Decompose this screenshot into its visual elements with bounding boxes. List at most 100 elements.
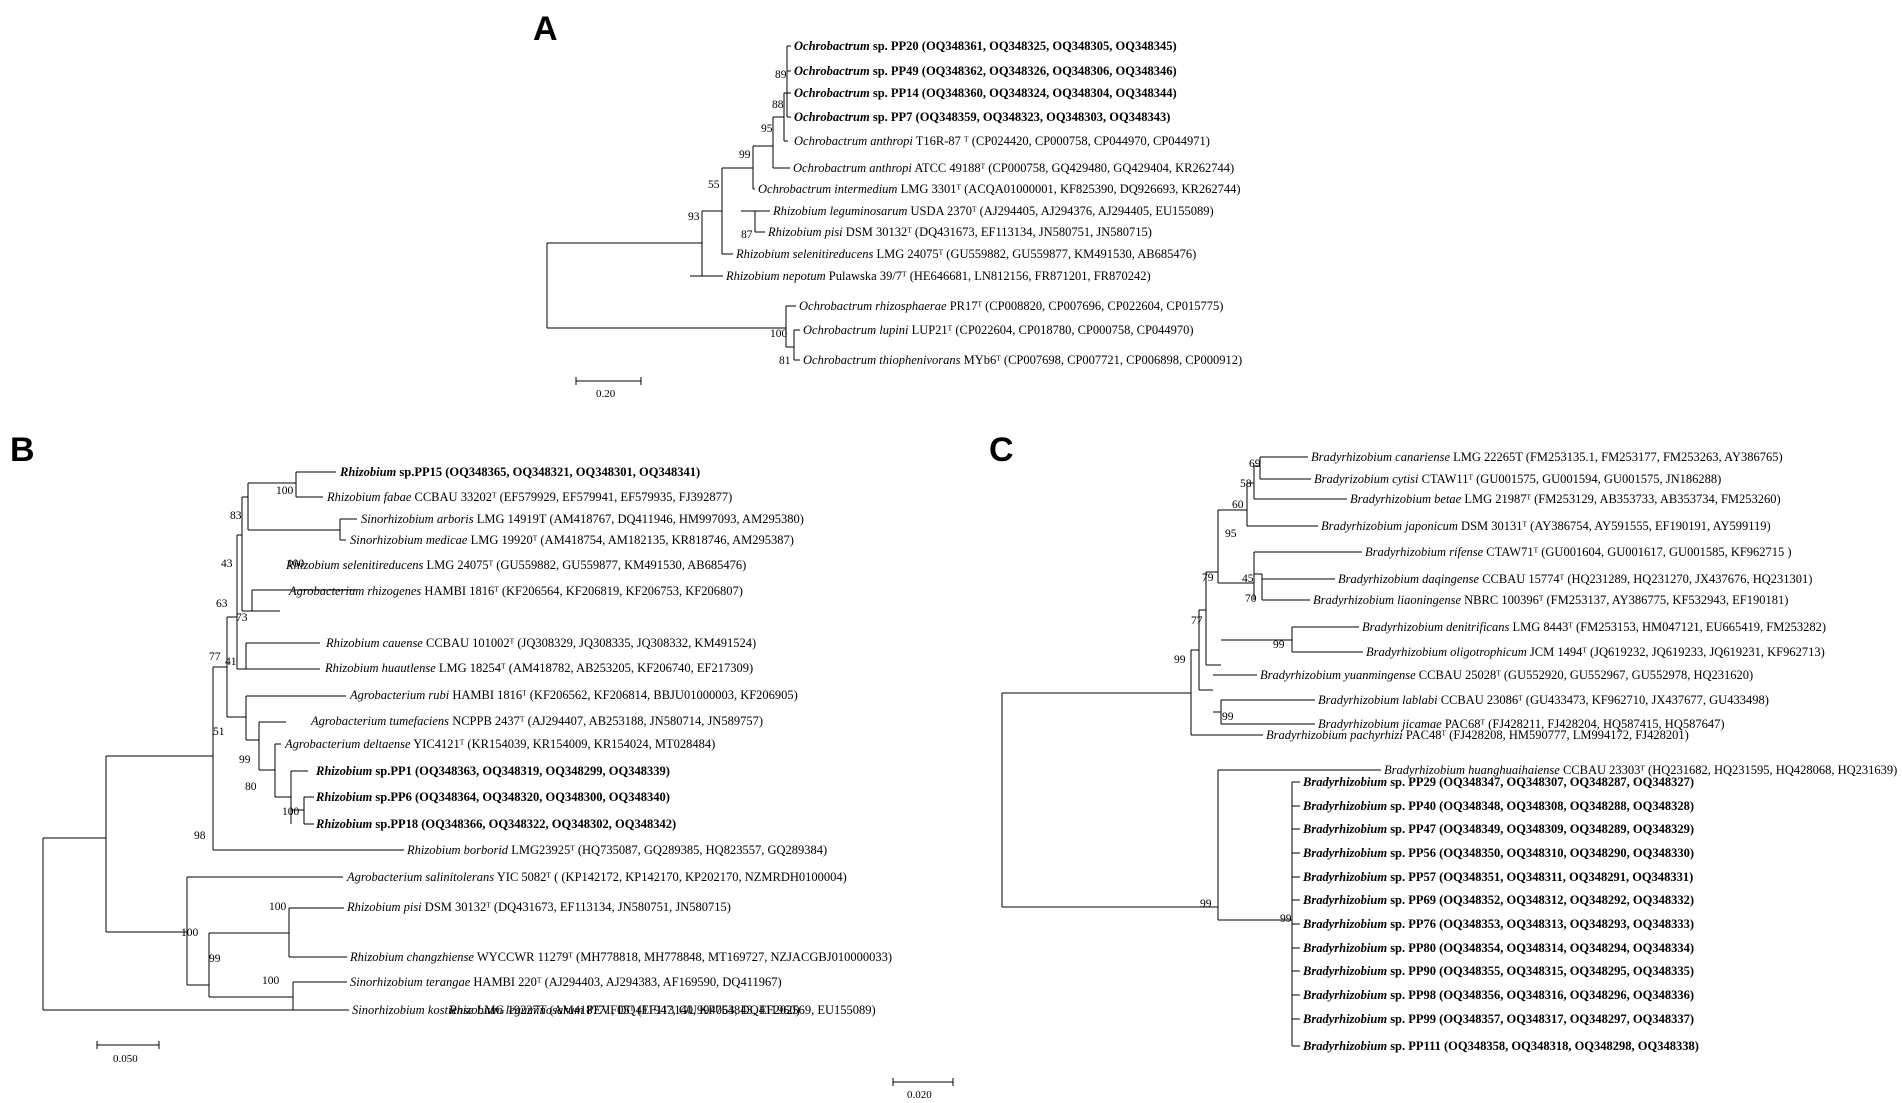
leaf-label: Sinorhizobium terangae HAMBI 220ᵀ (AJ294…	[350, 975, 782, 989]
bootstrap-value: 80	[245, 781, 257, 793]
leaf-label: Rhizobium leguminosarum PEVF05ᵀ (EF11314…	[448, 1003, 876, 1017]
scale-bar-label: 0.020	[907, 1089, 932, 1101]
bootstrap-value: 79	[1202, 572, 1214, 584]
leaf-label: Ochrobactrum anthropi T16R-87 ᵀ (CP02442…	[794, 134, 1210, 148]
bootstrap-value: 99	[1280, 913, 1292, 925]
bootstrap-value: 63	[216, 598, 228, 610]
leaf-label: Bradyrhizobium canariense LMG 22265T (FM…	[1311, 450, 1783, 464]
bootstrap-value: 99	[1273, 639, 1285, 651]
leaf-label: Bradyrhizobium betae LMG 21987ᵀ (FM25312…	[1350, 492, 1781, 506]
bootstrap-value: 60	[1232, 499, 1244, 511]
bootstrap-value: 70	[1245, 593, 1257, 605]
leaf-label: Bradyrhizobium sp. PP80 (OQ348354, OQ348…	[1302, 941, 1694, 955]
leaf-label: Bradyrhizobium rifense CTAW71ᵀ (GU001604…	[1365, 545, 1792, 559]
bootstrap-value: 100	[262, 975, 280, 987]
bootstrap-value: 77	[209, 651, 221, 663]
scale-bar: 0.050	[96, 1041, 160, 1065]
leaf-label: Agrobacterium deltaense YIC4121ᵀ (KR1540…	[284, 737, 715, 751]
leaf-label: Ochrobactrum sp. PP49 (OQ348362, OQ34832…	[794, 64, 1177, 78]
bootstrap-value: 99	[1222, 711, 1234, 723]
leaf-label: Rhizobium sp.PP18 (OQ348366, OQ348322, O…	[315, 817, 676, 831]
leaf-label: Bradyrhizobium sp. PP40 (OQ348348, OQ348…	[1302, 799, 1694, 813]
leaf-label: Rhizobium changzhiense WYCCWR 11279ᵀ (MH…	[349, 950, 892, 964]
leaf-label: Rhizobium selenitireducens LMG 24075ᵀ (G…	[735, 247, 1196, 261]
leaf-label: Ochrobactrum lupini LUP21ᵀ (CP022604, CP…	[803, 323, 1194, 337]
bootstrap-values: 69 58 60 95 45 70 79 99 77 99 99 99 99	[1174, 458, 1292, 925]
leaf-label: Bradyrhizobium yuanmingense CCBAU 25028ᵀ…	[1260, 668, 1753, 682]
bootstrap-value: 99	[739, 149, 751, 161]
bootstrap-value: 58	[1240, 478, 1252, 490]
leaf-label: Rhizobium huautlense LMG 18254ᵀ (AM41878…	[324, 661, 753, 675]
leaf-label: Ochrobactrum anthropi ATCC 49188ᵀ (CP000…	[793, 161, 1234, 175]
panel-label: B	[10, 431, 35, 469]
leaf-label: Ochrobactrum rhizosphaerae PR17ᵀ (CP0088…	[799, 299, 1223, 313]
leaf-label: Bradyrhizobium sp. PP56 (OQ348350, OQ348…	[1302, 846, 1694, 860]
bootstrap-value: 77	[1191, 615, 1203, 627]
bootstrap-value: 69	[1249, 458, 1261, 470]
leaf-label: Bradyrhizobium denitrificans LMG 8443ᵀ (…	[1362, 620, 1826, 634]
bootstrap-value: 88	[772, 99, 784, 111]
bootstrap-value: 41	[225, 656, 237, 668]
panel-b: B	[10, 431, 892, 1065]
scale-bar-label: 0.20	[596, 388, 616, 400]
bootstrap-value: 55	[708, 179, 720, 191]
bootstrap-value: 99	[1200, 898, 1212, 910]
leaf-labels: Ochrobactrum sp. PP20 (OQ348361, OQ34832…	[725, 39, 1242, 367]
bootstrap-value: 100	[282, 806, 300, 818]
tree-branches	[546, 45, 800, 361]
bootstrap-value: 83	[230, 510, 242, 522]
leaf-label: Ochrobactrum intermedium LMG 3301ᵀ (ACQA…	[758, 182, 1241, 196]
leaf-label: Rhizobium sp.PP15 (OQ348365, OQ348321, O…	[339, 465, 700, 479]
leaf-label: Rhizobium nepotum Pulawska 39/7ᵀ (HE6466…	[725, 269, 1151, 283]
leaf-label: Rhizobium borborid LMG23925ᵀ (HQ735087, …	[406, 843, 827, 857]
leaf-label: Bradyrhizobium lablabi CCBAU 23086ᵀ (GU4…	[1318, 693, 1769, 707]
bootstrap-value: 95	[761, 123, 773, 135]
scale-bar: 0.020	[892, 1078, 954, 1101]
leaf-label: Agrobacterium rubi HAMBI 1816ᵀ (KF206562…	[349, 688, 798, 702]
leaf-label: Rhizobium sp.PP1 (OQ348363, OQ348319, OQ…	[315, 764, 670, 778]
tree-branches	[1001, 456, 1381, 1047]
leaf-label: Bradyrhizobium liaoningense NBRC 100396ᵀ…	[1313, 593, 1788, 607]
bootstrap-value: 87	[741, 229, 753, 241]
leaf-label: Rhizobium pisi DSM 30132ᵀ (DQ431673, EF1…	[767, 225, 1152, 239]
leaf-label: Rhizobium fabae CCBAU 33202ᵀ (EF579929, …	[326, 490, 732, 504]
leaf-label: Bradyrhizobium huanghuaihaiense CCBAU 23…	[1384, 763, 1897, 777]
tree-branches	[42, 471, 404, 1011]
leaf-label: Sinorhizobium kostiense LMG 19227T (AM41…	[352, 1003, 800, 1017]
bootstrap-value: 100	[269, 901, 287, 913]
bootstrap-value: 93	[688, 211, 700, 223]
bootstrap-value: 100	[276, 485, 294, 497]
leaf-label: Bradyrhizobium oligotrophicum JCM 1494ᵀ …	[1366, 645, 1825, 659]
bootstrap-value: 95	[1225, 528, 1237, 540]
scale-bar-label: 0.050	[113, 1053, 138, 1065]
leaf-label: Bradyrizobium cytisi CTAW11ᵀ (GU001575, …	[1314, 472, 1721, 486]
leaf-label: Ochrobactrum thiophenivorans MYb6ᵀ (CP00…	[803, 353, 1242, 367]
leaf-label: Rhizobium selenitireducens LMG 24075ᵀ (G…	[285, 558, 746, 572]
leaf-label: Bradyrhizobium daqingense CCBAU 15774ᵀ (…	[1338, 572, 1812, 586]
bootstrap-value: 89	[775, 69, 787, 81]
bootstrap-value: 99	[239, 754, 251, 766]
leaf-label: Bradyrhizobium japonicum DSM 30131ᵀ (AY3…	[1321, 519, 1771, 533]
leaf-label: Bradyrhizobium pachyrhizi PAC48ᵀ (FJ4282…	[1266, 728, 1689, 742]
leaf-label: Bradyrhizobium sp. PP90 (OQ348355, OQ348…	[1302, 964, 1694, 978]
leaf-label: Bradyrhizobium sp. PP57 (OQ348351, OQ348…	[1302, 870, 1693, 884]
panel-label: A	[533, 10, 558, 48]
bootstrap-value: 100	[770, 328, 788, 340]
leaf-labels: Bradyrhizobium canariense LMG 22265T (FM…	[1260, 450, 1897, 1053]
panel-label: C	[989, 431, 1014, 469]
bootstrap-value: 73	[236, 612, 248, 624]
scale-bar: 0.20	[575, 377, 642, 400]
leaf-label: Sinorhizobium medicae LMG 19920ᵀ (AM4187…	[350, 533, 794, 547]
bootstrap-value: 99	[209, 953, 221, 965]
leaf-label: Rhizobium sp.PP6 (OQ348364, OQ348320, OQ…	[315, 790, 670, 804]
bootstrap-value: 100	[287, 558, 305, 570]
panel-a: A	[533, 10, 1242, 400]
bootstrap-value: 98	[194, 830, 206, 842]
leaf-label: Sinorhizobium arboris LMG 14919T (AM4187…	[361, 512, 804, 526]
leaf-label: Bradyrhizobium sp. PP47 (OQ348349, OQ348…	[1302, 822, 1694, 836]
leaf-label: Rhizobium leguminosarum USDA 2370ᵀ (AJ29…	[772, 204, 1214, 218]
leaf-label: Bradyrhizobium sp. PP29 (OQ348347, OQ348…	[1302, 775, 1694, 789]
leaf-label: Ochrobactrum sp. PP7 (OQ348359, OQ348323…	[794, 110, 1170, 124]
panel-c: C	[892, 431, 1897, 1101]
